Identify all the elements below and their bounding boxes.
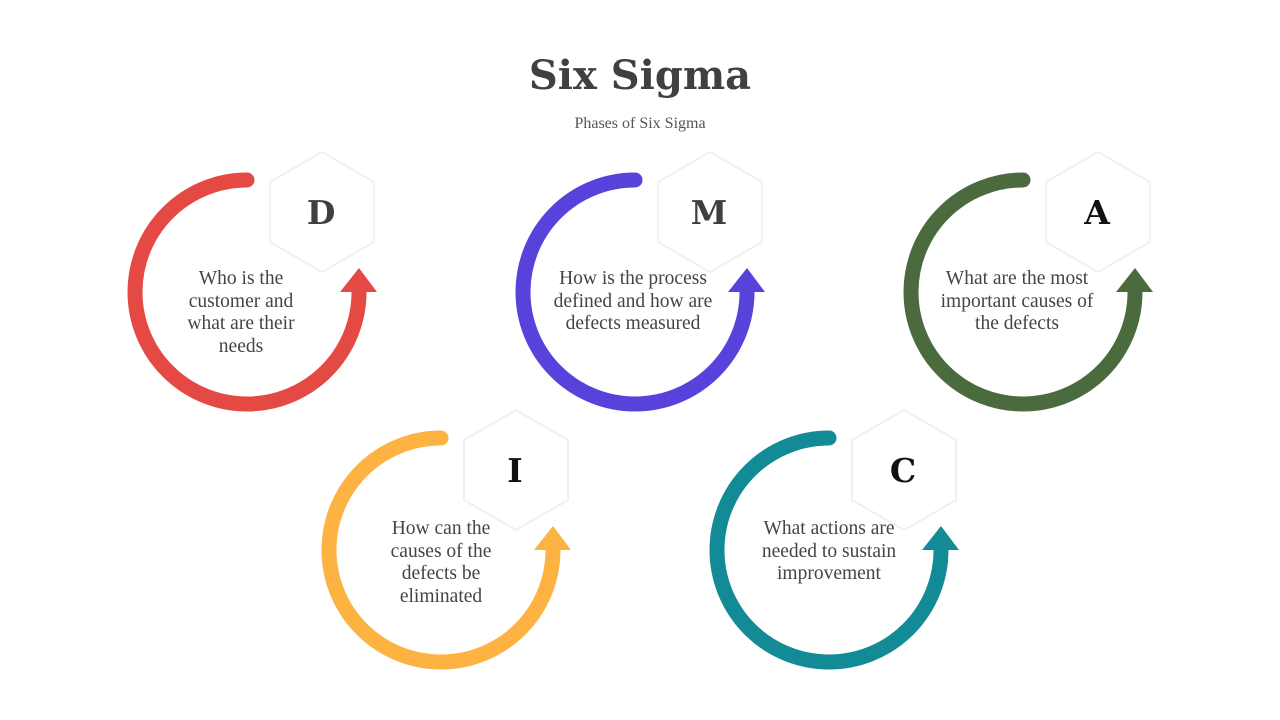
phase-letter: D (306, 193, 336, 232)
arrow-ring (709, 430, 949, 670)
phase-letter: I (507, 451, 523, 490)
arrow-head (728, 268, 765, 292)
hexagon-badge (269, 150, 375, 274)
arrow-head (340, 268, 377, 292)
phase-description: What are the most important causes of th… (940, 268, 1094, 334)
hexagon-badge (851, 408, 957, 532)
phase-define: D Who is the customer and what are their… (107, 150, 387, 432)
circular-arrow-icon (321, 408, 571, 670)
phase-control: C What actions are needed to sustain imp… (689, 408, 969, 690)
arrow-ring (903, 172, 1143, 412)
circular-arrow-icon (515, 150, 765, 412)
hexagon-badge (657, 150, 763, 274)
phase-letter: M (690, 193, 728, 232)
phase-description: How is the process defined and how are d… (553, 268, 713, 334)
arrow-ring (127, 172, 367, 412)
circular-arrow-icon (709, 408, 959, 670)
arrow-head (1116, 268, 1153, 292)
hexagon-badge (1045, 150, 1151, 274)
phase-description: What actions are needed to sustain impro… (761, 518, 897, 584)
arrow-ring (321, 430, 561, 670)
circular-arrow-icon (903, 150, 1153, 412)
hexagon-badge (463, 408, 569, 532)
phase-letter: A (1084, 193, 1110, 232)
phase-analyze: A What are the most important causes of … (883, 150, 1163, 432)
page-subtitle: Phases of Six Sigma (574, 115, 706, 132)
phase-letter: C (889, 451, 917, 490)
phase-description: How can the causes of the defects be eli… (390, 518, 492, 607)
phase-measure: M How is the process defined and how are… (495, 150, 775, 432)
page-title: Six Sigma (528, 52, 752, 99)
arrow-ring (515, 172, 755, 412)
phase-description: Who is the customer and what are their n… (187, 268, 295, 357)
arrow-head (534, 526, 571, 550)
phase-improve: I How can the causes of the defects be e… (301, 408, 581, 690)
arrow-head (922, 526, 959, 550)
circular-arrow-icon (127, 150, 377, 412)
